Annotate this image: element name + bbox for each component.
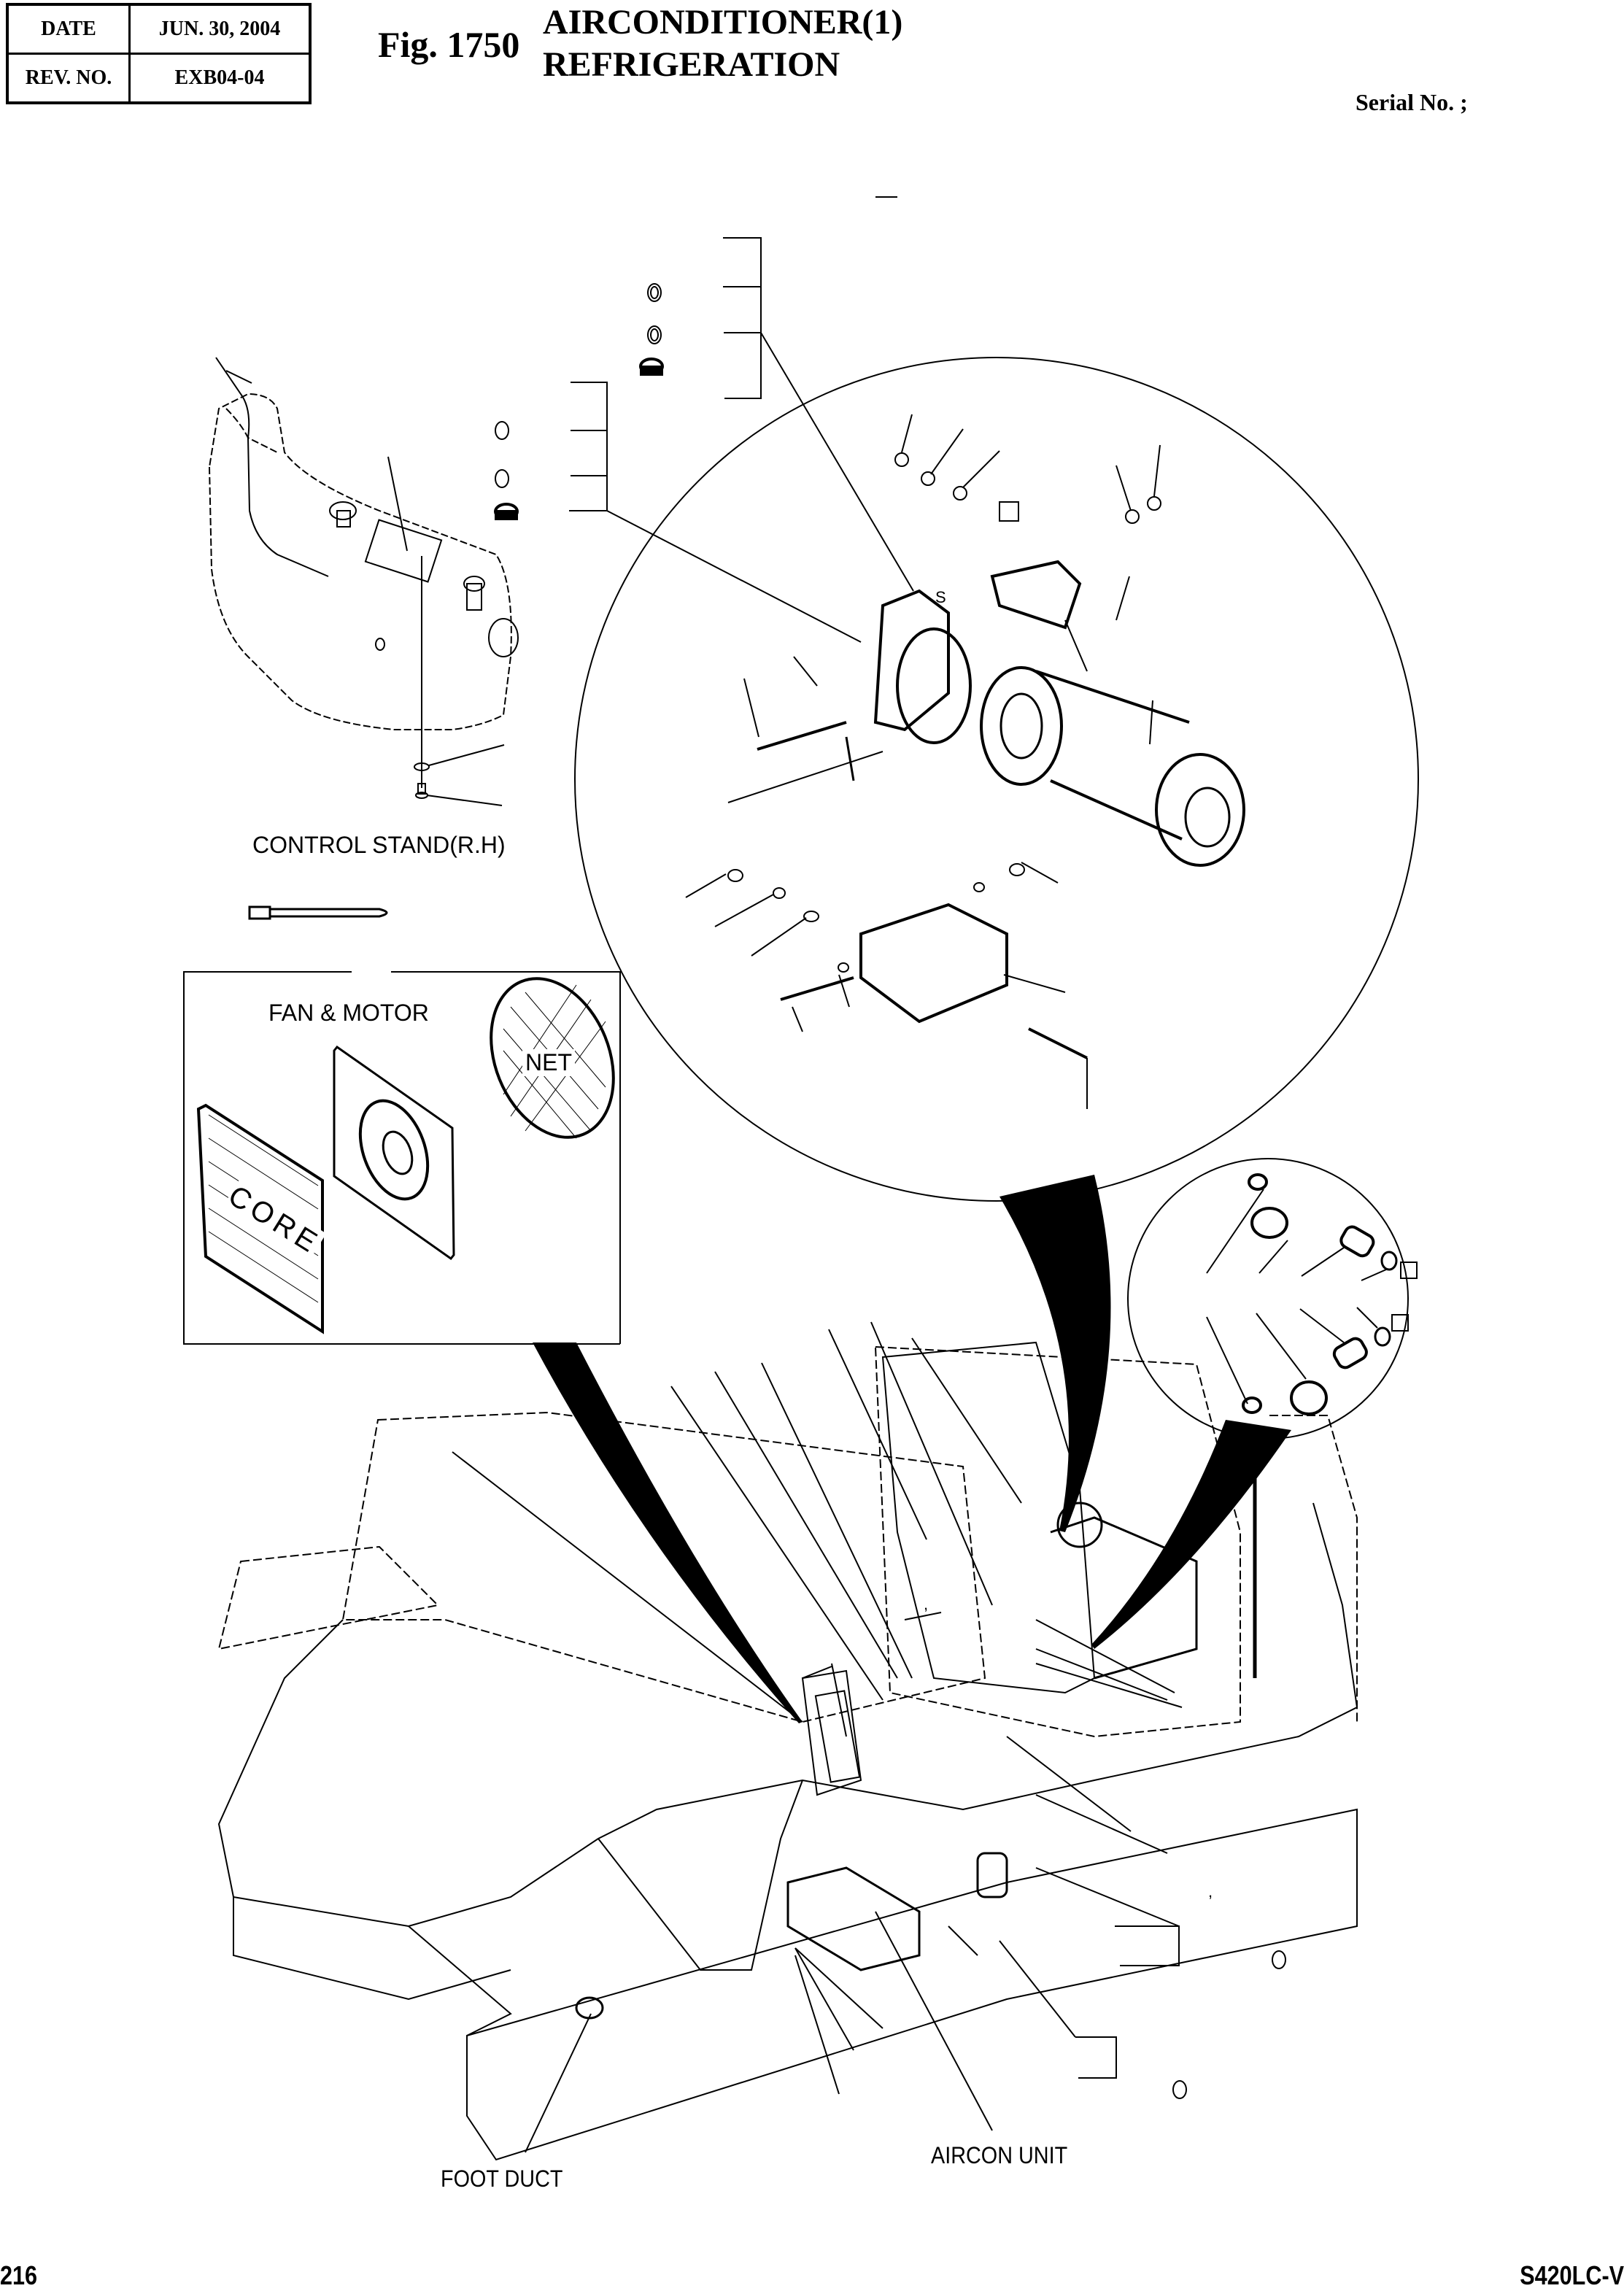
washer-part: [647, 325, 662, 344]
figure-title-line-2: REFRIGERATION: [543, 45, 840, 84]
callout-wedge-compressor: [999, 1175, 1111, 1532]
control-stand-illustration: [208, 393, 512, 730]
clamp-detail-circle: [1127, 1158, 1418, 1440]
callout-wedge-condenser: [533, 1342, 803, 1723]
compressor-detail-circle: [574, 196, 1419, 1202]
page-number: 216: [0, 2260, 38, 2290]
label-compressor-s: S: [935, 588, 946, 606]
label-foot-duct: FOOT DUCT: [441, 2166, 563, 2192]
top-parts-group: [639, 237, 914, 592]
fan-motor-inset: [183, 971, 621, 1345]
date-value: JUN. 30, 2004: [128, 3, 312, 55]
leader-bracket: [1075, 2036, 1117, 2079]
label-control-stand: CONTROL STAND(R.H): [252, 832, 506, 858]
washer-part: [495, 469, 509, 488]
label-net: NET: [522, 1049, 575, 1076]
label-aircon-unit: AIRCON UNIT: [931, 2142, 1068, 2168]
fan-shroud: [333, 1045, 455, 1261]
leader-bracket: [569, 382, 608, 511]
rev-label: REV. NO.: [6, 53, 131, 104]
washer-part: [647, 283, 662, 302]
switch-panel: [364, 519, 443, 583]
leader-bracket: [723, 237, 762, 399]
machine-frame: [217, 1345, 1358, 1738]
model-number: S420LC-V: [1520, 2260, 1624, 2290]
washer-part: [495, 421, 509, 440]
serial-number-label: Serial No. ;: [1356, 89, 1468, 115]
washer-part: [1172, 2080, 1187, 2099]
rev-value: EXB04-04: [128, 53, 312, 104]
callout-wedges: [533, 1175, 1291, 1723]
washer-part: [1272, 1950, 1286, 1969]
comma-mark: ,: [924, 1595, 929, 1613]
leader-bracket: [1115, 1925, 1180, 1966]
label-fan-motor: FAN & MOTOR: [268, 1000, 429, 1026]
figure-title: AIRCONDITIONER(1) REFRIGERATION: [543, 1, 902, 86]
callout-wedge-clamp: [1091, 1420, 1291, 1649]
cable-tie: [248, 905, 388, 920]
revision-table: DATE JUN. 30, 2004 REV. NO. EXB04-04: [6, 3, 312, 104]
figure-number: Fig. 1750: [378, 24, 520, 65]
date-label: DATE: [6, 3, 131, 55]
figure-title-line-1: AIRCONDITIONER(1): [543, 3, 903, 42]
comma-mark: ,: [1208, 1882, 1213, 1901]
